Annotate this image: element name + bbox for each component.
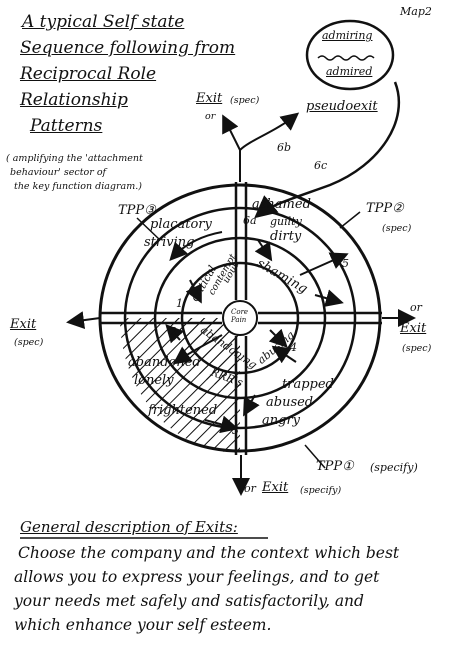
step-1: 1: [176, 297, 183, 310]
core-circle: [222, 300, 258, 336]
inner-ring: [180, 261, 300, 375]
exit-top: Exit: [196, 91, 223, 106]
tpp-1-label: TPP①: [316, 459, 354, 474]
pseudoexit-loop: [254, 81, 401, 219]
exit-bottom-or: or: [244, 482, 256, 495]
exit-right-or: or: [410, 301, 422, 314]
general-line-2: allows you to express your feelings, and…: [14, 568, 380, 586]
title-line-4: Relationship: [20, 90, 128, 110]
step-6b: 6b: [277, 141, 292, 154]
state-trapped: trapped: [282, 377, 334, 392]
tpp-3-label: TPP③: [118, 203, 156, 218]
general-line-4: which enhance your self esteem.: [14, 616, 272, 634]
exit-left-spec: (spec): [14, 337, 44, 348]
middle-ring: [153, 236, 327, 400]
title-line-1: A typical Self state: [22, 12, 185, 32]
state-abused: abused: [266, 395, 314, 410]
state-striving: striving: [144, 235, 195, 250]
pseudoexit-label: pseudoexit: [306, 99, 378, 114]
general-line-1: Choose the company and the context which…: [18, 544, 400, 562]
general-line-3: your needs met safely and satisfactorily…: [14, 592, 364, 610]
step-4: 4: [290, 341, 297, 354]
bubble-admiring: admiring: [322, 29, 373, 42]
subtitle-line-3: the key function diagram.): [14, 181, 142, 192]
general-heading: General description of Exits:: [20, 518, 238, 536]
subtitle-line-2: behaviour' sector of: [10, 167, 107, 178]
exit-bottom: Exit: [262, 480, 289, 495]
tpp-1-spec: (specify): [370, 461, 418, 474]
state-angry: angry: [262, 413, 301, 428]
state-lonely: lonely: [134, 373, 174, 388]
subtitle-line-1: ( amplifying the 'attachment: [6, 153, 143, 164]
outer-ring-inner-edge: [123, 206, 357, 430]
core-line-1: Core: [231, 308, 249, 316]
state-dirty: dirty: [270, 229, 302, 244]
step-2: 2: [170, 325, 177, 338]
step-6a: 6a: [243, 214, 257, 227]
admiring-bubble: [305, 19, 395, 91]
title-line-5: Patterns: [30, 116, 103, 136]
tpp-2-spec: (spec): [382, 223, 412, 234]
state-placatory: placatory: [150, 217, 212, 232]
state-abandoned: abandoned: [128, 355, 201, 370]
bubble-admired: admired: [326, 65, 373, 78]
exit-top-or: or: [205, 111, 216, 122]
tpp-2-label: TPP②: [366, 201, 404, 216]
exit-bottom-spec: (specify): [300, 485, 342, 496]
state-guilty: guilty: [270, 215, 302, 228]
exit-right: Exit: [400, 321, 427, 336]
step-5: 5: [342, 257, 349, 270]
title-line-3: Reciprocal Role: [20, 64, 157, 84]
state-ashamed: ashamed: [252, 197, 311, 212]
exit-top-spec: (spec): [230, 95, 260, 106]
state-frightened: frightened: [148, 403, 218, 418]
title-line-2: Sequence following from: [20, 38, 236, 58]
exit-left: Exit: [10, 317, 37, 332]
core-line-2: Pain: [231, 316, 247, 324]
exit-right-spec: (spec): [402, 343, 432, 354]
step-6c: 6c: [314, 159, 328, 172]
step-3: 3: [232, 424, 239, 437]
map-label: Map2: [400, 5, 432, 18]
